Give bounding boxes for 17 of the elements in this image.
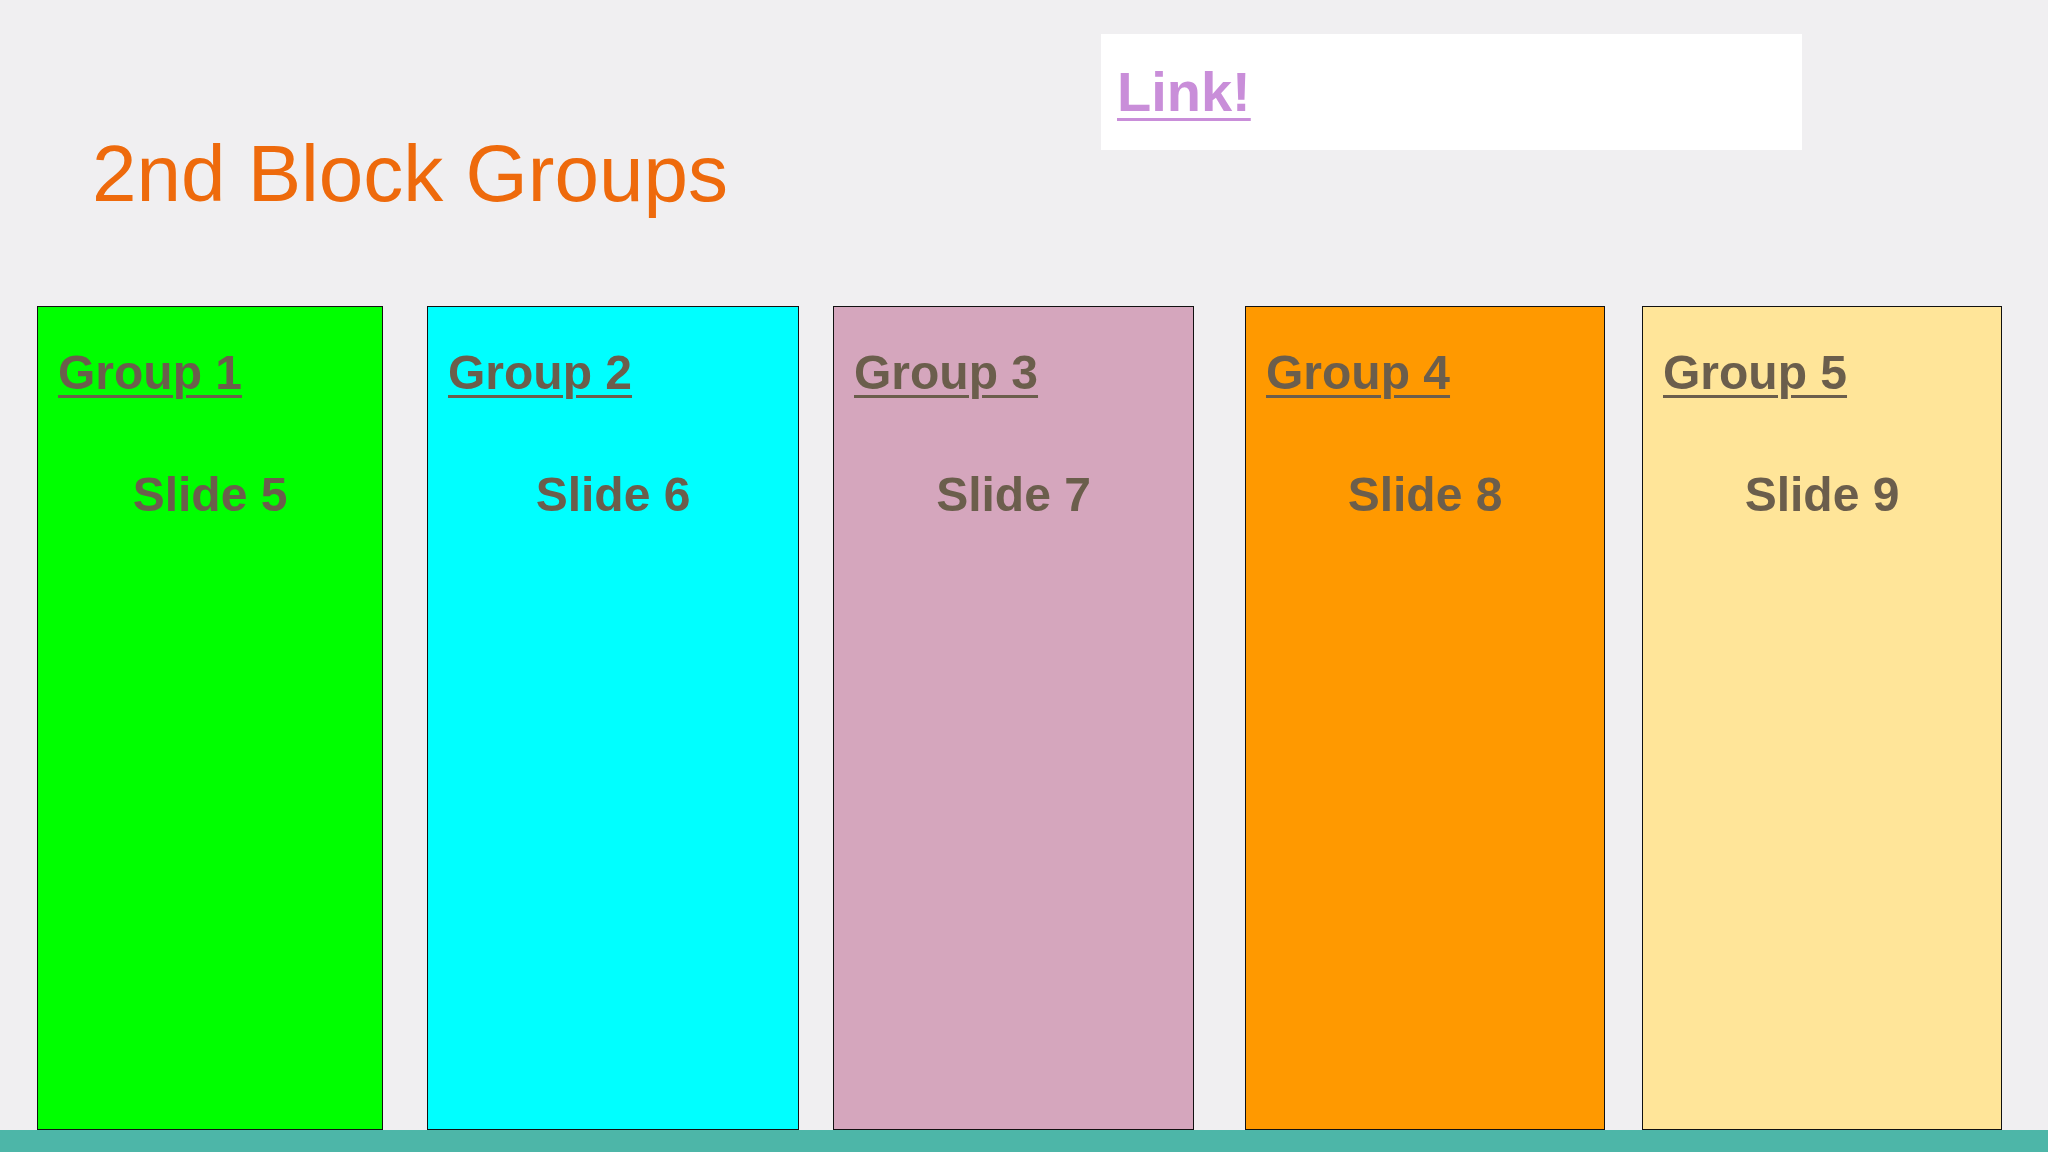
group-panel bbox=[427, 306, 799, 1130]
group-heading: Group 2 bbox=[448, 345, 632, 401]
group-panel bbox=[1642, 306, 2002, 1130]
group-heading: Group 5 bbox=[1663, 345, 1847, 401]
link: Link! bbox=[1117, 60, 1251, 125]
slide-title: 2nd Block Groups bbox=[92, 128, 728, 220]
slide-label: Slide 6 bbox=[534, 467, 692, 523]
group-panel bbox=[37, 306, 383, 1130]
slide-label: Slide 9 bbox=[1743, 467, 1901, 523]
slide-label: Slide 8 bbox=[1346, 467, 1504, 523]
group-heading: Group 1 bbox=[58, 345, 242, 401]
group-heading: Group 3 bbox=[854, 345, 1038, 401]
group-heading: Group 4 bbox=[1266, 345, 1450, 401]
group-panel bbox=[1245, 306, 1605, 1130]
slide-label: Slide 7 bbox=[935, 467, 1092, 523]
group-panel bbox=[833, 306, 1194, 1130]
slide-label: Slide 5 bbox=[131, 467, 289, 523]
